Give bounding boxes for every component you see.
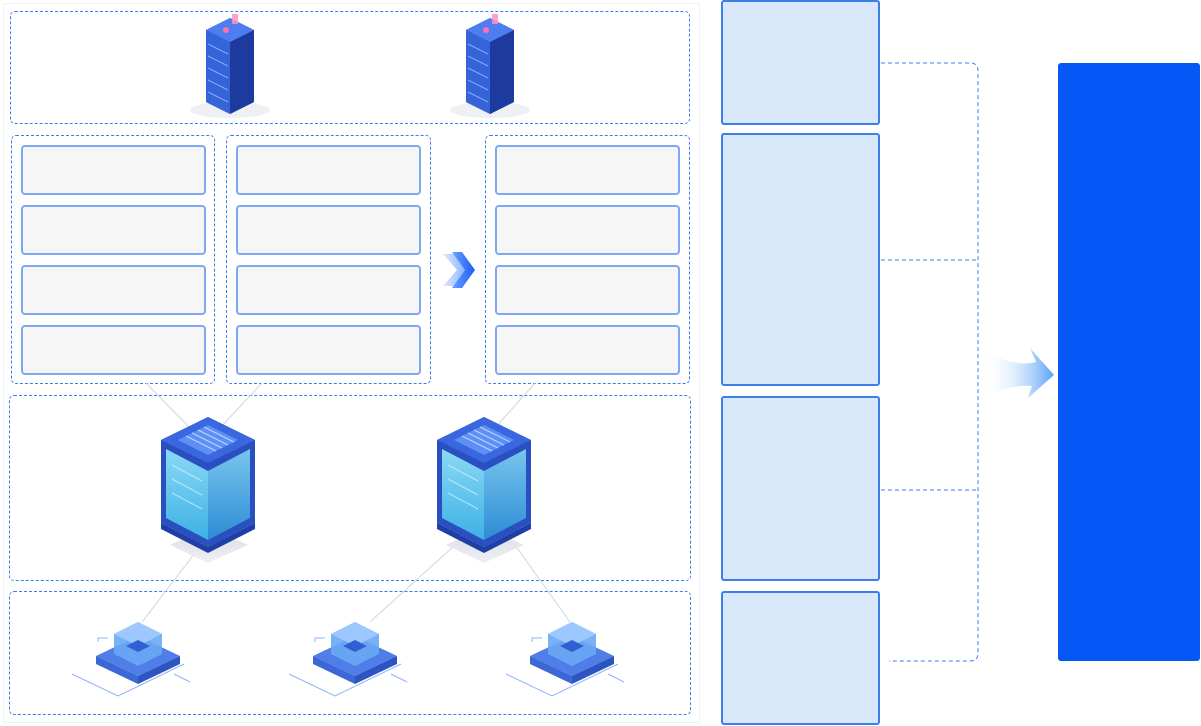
top-server-layer (10, 11, 690, 124)
slot-group-1 (11, 135, 215, 384)
chip-node-icon (505, 622, 625, 697)
bottom-node-layer (9, 591, 691, 715)
right-panel-4 (721, 591, 880, 725)
flow-arrow-icon (983, 348, 1054, 398)
double-chevron-right-icon (443, 252, 475, 288)
glass-server-icon (437, 417, 531, 563)
chip-node-icon (288, 622, 408, 697)
slot-group-3 (485, 135, 690, 384)
connector-lines (141, 382, 571, 623)
chip-node-icon (71, 622, 191, 697)
server-rack-icon (450, 14, 530, 118)
slot-3-1 (495, 145, 680, 195)
middle-server-layer (9, 395, 691, 581)
slot-3-3 (495, 265, 680, 315)
right-panel-3 (721, 396, 880, 581)
slot-3-2 (495, 205, 680, 255)
slot-2-2 (236, 205, 421, 255)
diagram-frame (3, 3, 700, 723)
slot-1-3 (21, 265, 206, 315)
slot-3-4 (495, 325, 680, 375)
slot-1-4 (21, 325, 206, 375)
glass-server-icon (161, 417, 255, 563)
slot-2-4 (236, 325, 421, 375)
slot-group-2 (226, 135, 431, 384)
slot-2-1 (236, 145, 421, 195)
right-panel-2 (721, 133, 880, 386)
server-rack-icon (190, 14, 270, 118)
slot-1-2 (21, 205, 206, 255)
right-panel-1 (721, 0, 880, 125)
slot-2-3 (236, 265, 421, 315)
slot-1-1 (21, 145, 206, 195)
bracket-connectors (881, 62, 979, 662)
target-panel (1058, 63, 1200, 661)
